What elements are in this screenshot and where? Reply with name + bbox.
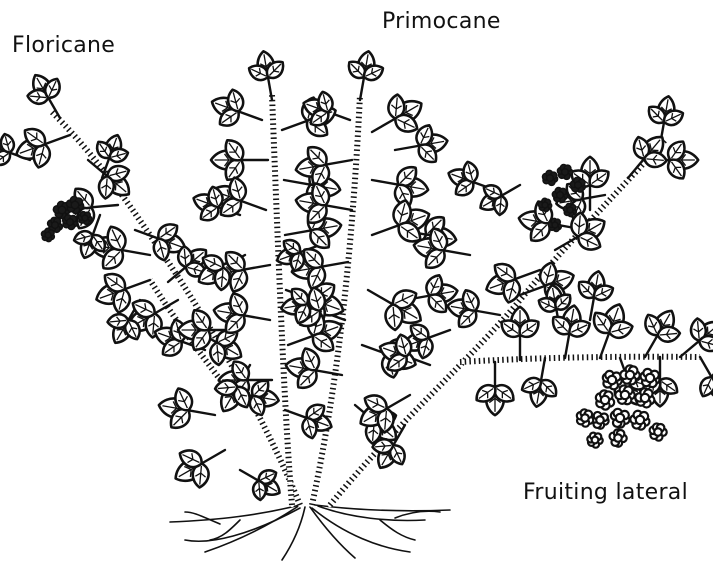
leaf-stem [202, 450, 225, 464]
leaf-stem [91, 205, 118, 207]
leaf-stem [565, 333, 569, 358]
leaf-stem [645, 335, 658, 357]
root [315, 505, 450, 511]
root [205, 505, 300, 552]
leaf-stem [372, 225, 399, 235]
leaf-stem [395, 146, 420, 150]
berry [587, 433, 602, 448]
leaf-stem [243, 315, 270, 320]
berry [78, 212, 91, 225]
leaf-stem [45, 135, 70, 144]
leaf [657, 326, 681, 343]
leaf-stem [368, 290, 393, 304]
leaf-stem [443, 250, 470, 255]
leaf-stem [243, 265, 270, 270]
leaf-stem [125, 280, 150, 289]
leaf-stem [600, 333, 609, 358]
berry [610, 429, 627, 446]
berry [650, 423, 667, 440]
leaf-stem [475, 311, 500, 315]
leaf-stem [188, 410, 215, 415]
leaf-stem [325, 160, 352, 165]
berry [596, 390, 614, 409]
berry [641, 369, 660, 387]
leaf-stem [241, 201, 266, 210]
leaf-stem [238, 111, 262, 120]
berry [63, 215, 78, 230]
fruiting-lateral-cane [460, 357, 700, 362]
leaf-stem [387, 395, 410, 409]
root [185, 512, 220, 524]
leaf-stem [700, 357, 712, 377]
leaf [214, 379, 238, 396]
leaf [252, 480, 266, 500]
root [380, 520, 415, 540]
leaf-stem [284, 180, 311, 185]
leaf-stem [285, 230, 312, 235]
root [210, 520, 240, 540]
root [395, 511, 440, 518]
leaf-stem [501, 185, 520, 196]
leaf-stem [285, 410, 307, 418]
root [312, 508, 410, 552]
leaf-stem [541, 358, 545, 381]
leaf-stem [582, 195, 605, 199]
floricane-cane [50, 110, 300, 505]
leaf [697, 374, 713, 399]
berry [557, 164, 572, 179]
leaf [644, 151, 668, 168]
root [170, 505, 300, 522]
root-system [170, 505, 450, 560]
leaf [98, 176, 115, 200]
berry [611, 409, 630, 428]
leaf-stem [325, 205, 352, 210]
berry [542, 170, 557, 185]
leaf-stem [282, 121, 307, 130]
leaf-stem [240, 470, 259, 481]
berry [552, 187, 567, 202]
primocane-label: Primocane [382, 9, 501, 34]
leaf [107, 313, 129, 328]
leaf-stem [372, 119, 395, 133]
leaf-stem [321, 262, 348, 267]
leaf-stem [122, 250, 150, 255]
leaf-stem [428, 330, 450, 338]
berry [630, 411, 649, 430]
leaf-stem [288, 336, 313, 345]
berry [41, 228, 54, 242]
leaf [209, 342, 226, 366]
fruiting-lateral-label: Fruiting lateral [523, 480, 688, 505]
leaf-stem [680, 341, 699, 357]
berry [603, 371, 622, 390]
berry [577, 409, 593, 426]
floricane-label: Floricane [12, 33, 115, 58]
leaf-stem [372, 180, 399, 185]
